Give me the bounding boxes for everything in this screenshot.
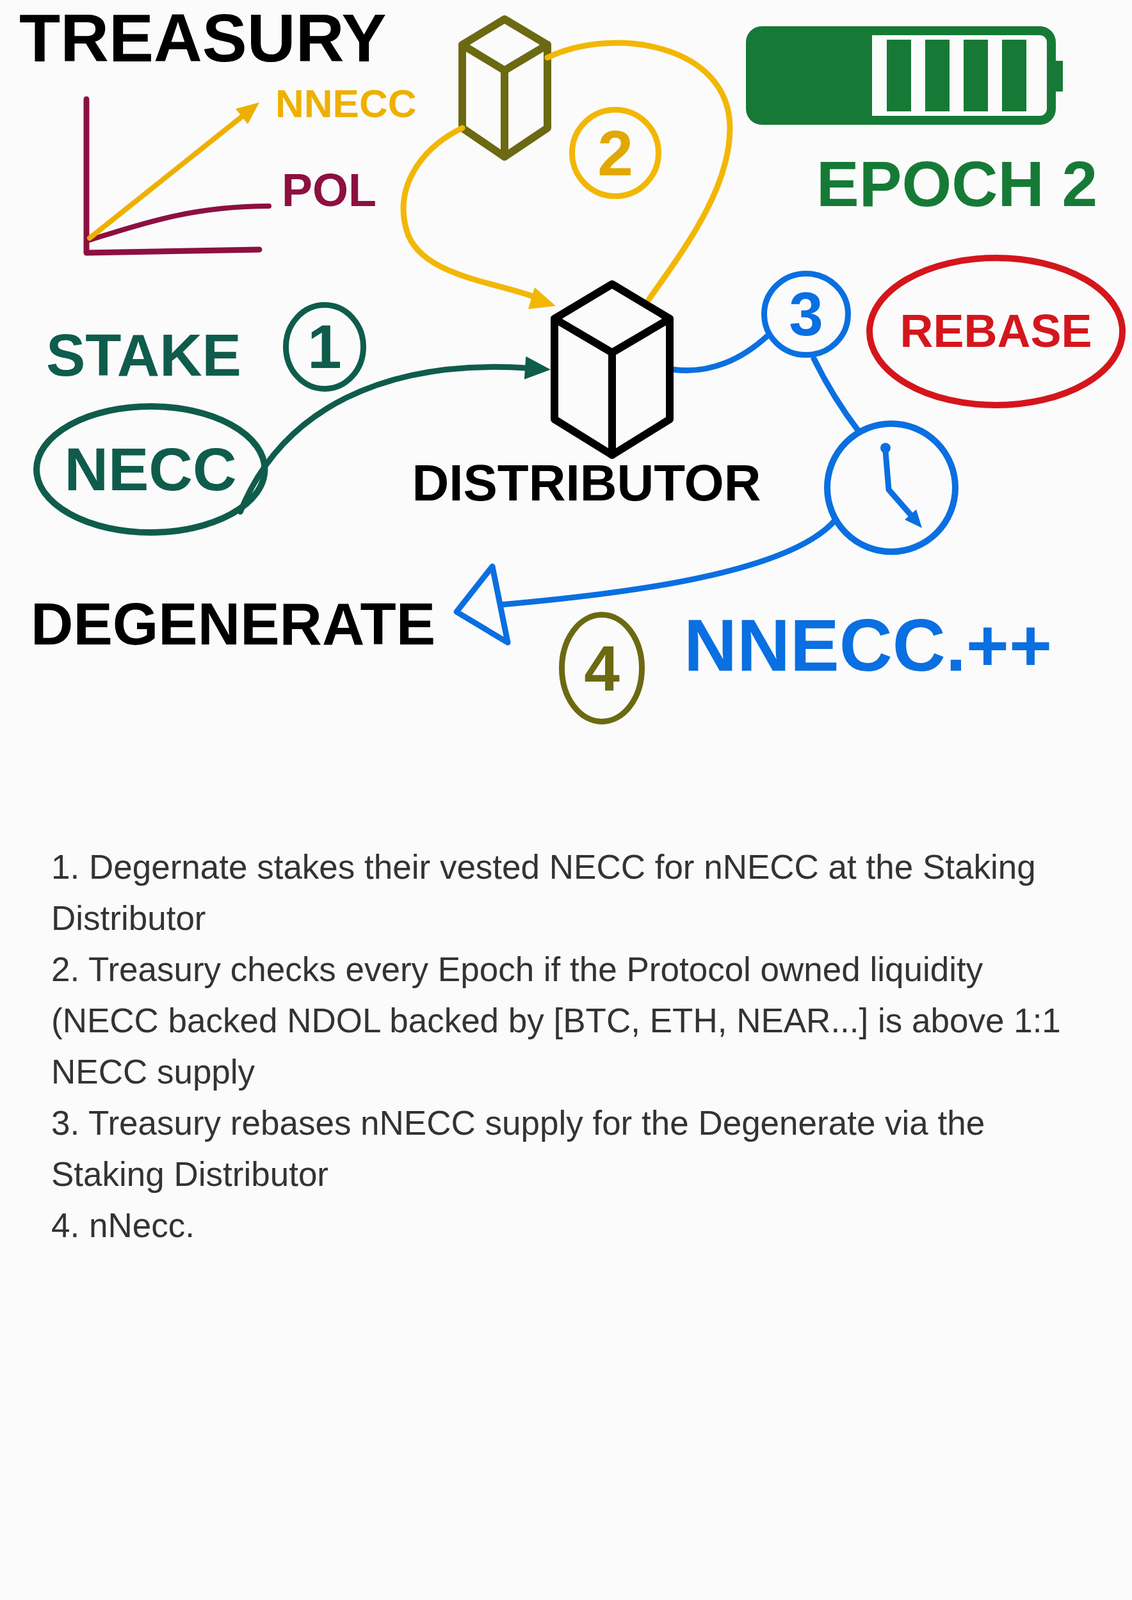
ellipse-shape [572,110,659,197]
result-label: NNECC.++ [683,605,1052,687]
cube-outline [554,284,670,456]
cube-icon [550,280,674,460]
token-ellipse: NECC [33,403,268,536]
clock-hand-tip [904,509,922,529]
chart-axis [86,99,260,253]
treasury-flow [403,42,730,310]
flow-arrowhead [456,566,508,643]
connector-line [673,336,768,371]
pol-line [89,206,269,241]
ellipse-shape [286,305,364,390]
battery-cell [925,39,950,112]
actor-label: DEGENERATE [30,592,436,657]
callout-number: 1 [307,313,342,381]
heading-label: TREASURY [19,1,387,76]
arrowhead [524,356,551,380]
battery-nub [1051,60,1063,92]
ellipse-shape [562,615,643,723]
token-text: NECC [64,436,237,504]
flow-loop [547,42,730,301]
callout-number: 4 [583,633,620,704]
ellipse-shape [764,274,849,356]
treasury-chart [86,99,269,253]
callout-circle: 2 [569,106,662,200]
battery-cell [963,39,988,112]
flow-line [500,519,836,606]
nnecc-arrowhead [235,102,260,125]
flow-arrowhead [528,287,556,310]
callout-number: 2 [597,117,634,189]
ellipse-shape [869,258,1123,406]
step-note: 4. nNecc. [51,1200,1076,1252]
cube-outline [462,19,548,157]
flow-loop [403,128,533,297]
cube-edges [554,318,670,456]
battery-cell [1002,39,1027,112]
step-note: 3. Treasury rebases nNECC supply for the… [51,1098,1076,1201]
rebase-text: REBASE [899,306,1092,357]
clock-face [827,423,956,552]
cube-edges [462,44,548,157]
callout-circle: 1 [283,302,367,392]
step-note: 1. Degernate stakes their vested NECC fo… [51,841,1076,945]
epoch-battery [750,30,1063,121]
flow-line [813,358,860,433]
chart-series-label: POL [281,165,377,216]
rebase-ellipse: REBASE [866,254,1126,409]
callout-circle: 3 [761,270,851,358]
battery-outline [750,30,1052,121]
ellipse-shape [36,406,265,533]
distributor-cube: DISTRIBUTOR [550,280,674,460]
battery-cell [886,39,912,112]
distributor-label: DISTRIBUTOR [411,455,761,512]
epoch-label: EPOCH 2 [816,148,1098,219]
action-label: STAKE [46,323,242,389]
callout-number: 3 [788,280,823,349]
battery-fill [750,30,873,121]
step-note: 2. Treasury checks every Epoch if the Pr… [51,944,1076,1099]
treasury-cube [462,19,548,157]
clock-hands [885,451,911,515]
connector [673,336,768,371]
callout-circle: 4 [558,612,645,725]
chart-series-label: NNECC [275,81,417,126]
nnecc-line [89,116,243,239]
